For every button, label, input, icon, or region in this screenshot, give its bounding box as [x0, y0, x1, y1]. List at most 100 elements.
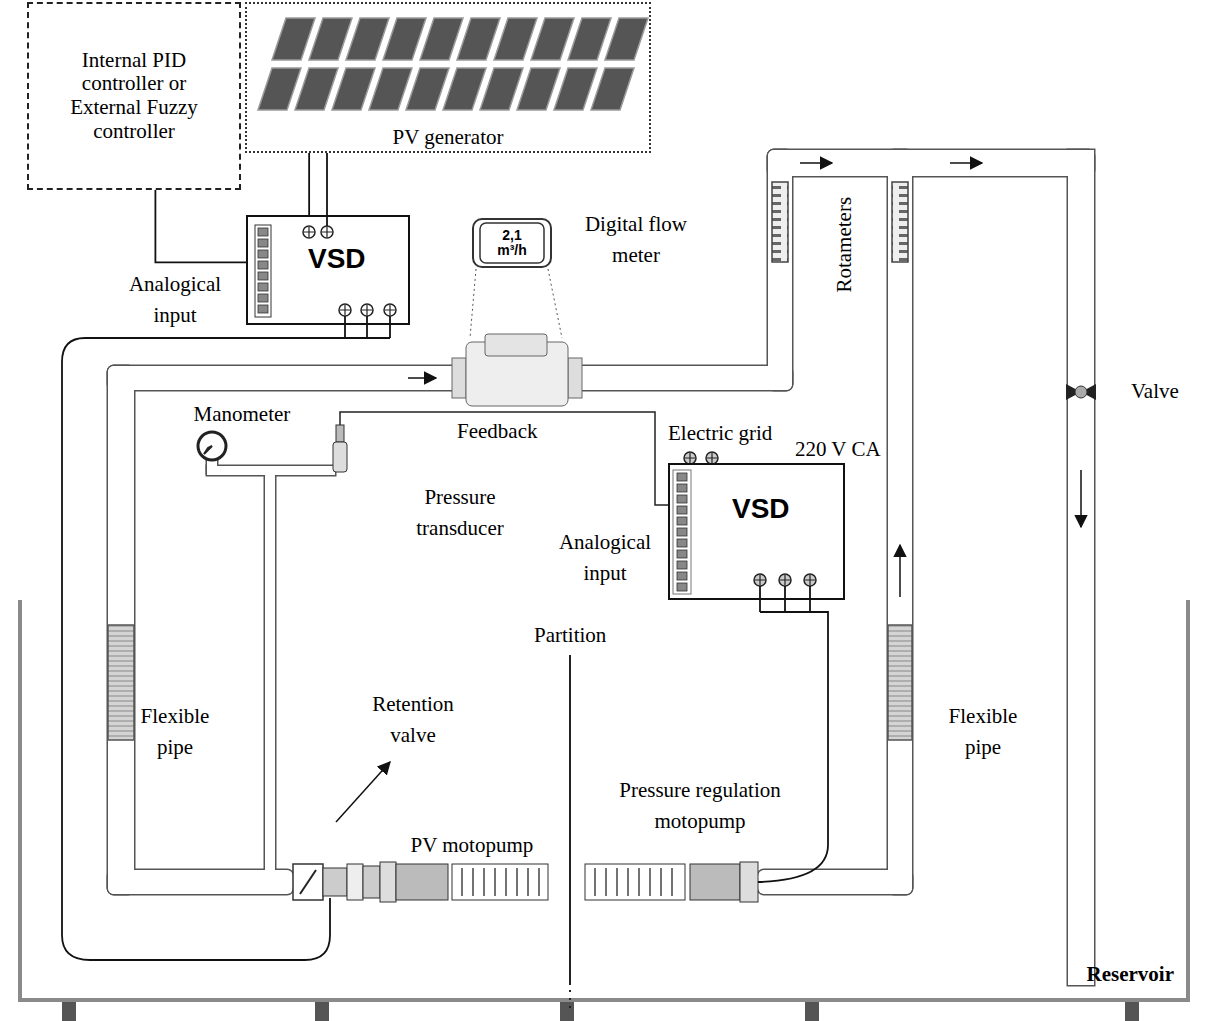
- flow-arrow: [800, 162, 832, 164]
- reservoir: [1125, 1002, 1139, 1021]
- vsd-terminals: [673, 452, 816, 594]
- screw-terminal: [339, 304, 351, 316]
- screw-terminal: [385, 305, 395, 315]
- terminal-pin: [677, 506, 687, 514]
- pv-panel: [272, 18, 315, 60]
- flow-arrow: [950, 162, 982, 164]
- terminal-pin: [258, 272, 268, 280]
- vsd-terminals: [673, 470, 691, 594]
- terminal-pin: [258, 305, 268, 313]
- retention-valve: [347, 864, 363, 900]
- part-label: 220 V CA: [795, 434, 881, 466]
- valve-symbol: [1066, 384, 1096, 400]
- manometer-gauge: [198, 432, 226, 460]
- terminal-pin: [258, 294, 268, 302]
- motor-fin: [505, 868, 507, 896]
- pressure-transducer: [340, 412, 668, 505]
- part-label: Valve: [1131, 376, 1179, 408]
- partition-wall: [569, 990, 571, 1012]
- motor-fin: [483, 868, 485, 896]
- screw-terminal: [685, 453, 695, 463]
- pv-panel: [406, 68, 449, 110]
- reservoir: [805, 1002, 819, 1021]
- motor-fin: [638, 868, 640, 896]
- pv-motopump: [380, 862, 396, 902]
- node-text: 2,1 m³/h: [490, 228, 534, 259]
- flow-meter-body: [485, 334, 547, 356]
- motor-fin: [516, 868, 518, 896]
- manometer-gauge: [204, 446, 212, 454]
- power-cable: [62, 153, 828, 960]
- terminal-pin: [677, 539, 687, 547]
- part-label: Pressure regulation motopump: [605, 775, 795, 838]
- motor-fin: [627, 868, 629, 896]
- part-label: Digital flow meter: [574, 209, 699, 272]
- pv-panel: [346, 18, 389, 60]
- motor-fin: [527, 868, 529, 896]
- controller-box: Internal PID controller or External Fuzz…: [27, 2, 241, 190]
- reservoir: [62, 1002, 76, 1021]
- motor-fin: [472, 868, 474, 896]
- pv-panel: [420, 18, 463, 60]
- rotameter: [772, 182, 788, 262]
- flexible-pipe: [108, 625, 134, 740]
- terminal-pin: [677, 528, 687, 536]
- pv-panel: [309, 18, 352, 60]
- part-label: Retention valve: [358, 689, 468, 752]
- terminal-pin: [258, 261, 268, 269]
- pipe-network: [108, 150, 1094, 985]
- pv-panel: [295, 68, 338, 110]
- power-cable: [62, 338, 390, 960]
- flow-arrow: [408, 163, 1081, 597]
- pv-panel: [605, 18, 648, 60]
- retention-valve: [300, 870, 316, 894]
- screw-terminal: [754, 574, 766, 586]
- flexible-pipe: [108, 625, 912, 740]
- terminal-pin: [677, 495, 687, 503]
- terminal-pin: [677, 473, 687, 481]
- partition-wall: [569, 655, 571, 985]
- motor-fin: [671, 868, 673, 896]
- terminal-pin: [258, 250, 268, 258]
- pv-panel: [554, 68, 597, 110]
- part-label: Analogical input: [550, 527, 660, 590]
- terminal-pin: [258, 228, 268, 236]
- flow-meter-body: [480, 223, 544, 263]
- screw-terminal: [707, 453, 717, 463]
- pv-motopump: [452, 864, 548, 900]
- pv-panel: [531, 18, 574, 60]
- vsd-box: VSD: [246, 215, 410, 325]
- terminal-pin: [258, 239, 268, 247]
- valve-symbol: [1075, 386, 1087, 398]
- manometer-gauge: [198, 432, 226, 460]
- node-text: Internal PID controller or External Fuzz…: [64, 49, 204, 143]
- retention-valve: [336, 762, 390, 822]
- pressure-regulation-motopump: [585, 864, 685, 900]
- pipe-network: [108, 150, 1094, 985]
- terminal-pin: [677, 572, 687, 580]
- terminal-pin: [677, 583, 687, 591]
- motor-fin: [538, 868, 540, 896]
- motor-fin: [461, 868, 463, 896]
- power-cable: [344, 316, 346, 338]
- part-label: Electric grid: [668, 418, 772, 450]
- rotameter: [892, 182, 908, 262]
- vsd-box: VSD: [668, 463, 845, 600]
- screw-terminal: [304, 227, 314, 237]
- reservoir: [315, 1002, 329, 1021]
- pv-panel: [457, 18, 500, 60]
- screw-terminal: [303, 226, 315, 238]
- screw-terminal: [804, 574, 816, 586]
- pv-motopump: [380, 862, 548, 902]
- power-cable: [389, 316, 391, 338]
- screw-terminal: [362, 305, 372, 315]
- reservoir: [20, 600, 1188, 1021]
- part-label: Flexible pipe: [938, 701, 1028, 764]
- terminal-pin: [677, 484, 687, 492]
- screw-terminal: [321, 226, 333, 238]
- pv-panel: [494, 18, 537, 60]
- flow-arrow: [899, 545, 901, 597]
- pv-panel: [480, 68, 523, 110]
- retention-valve: [293, 762, 390, 900]
